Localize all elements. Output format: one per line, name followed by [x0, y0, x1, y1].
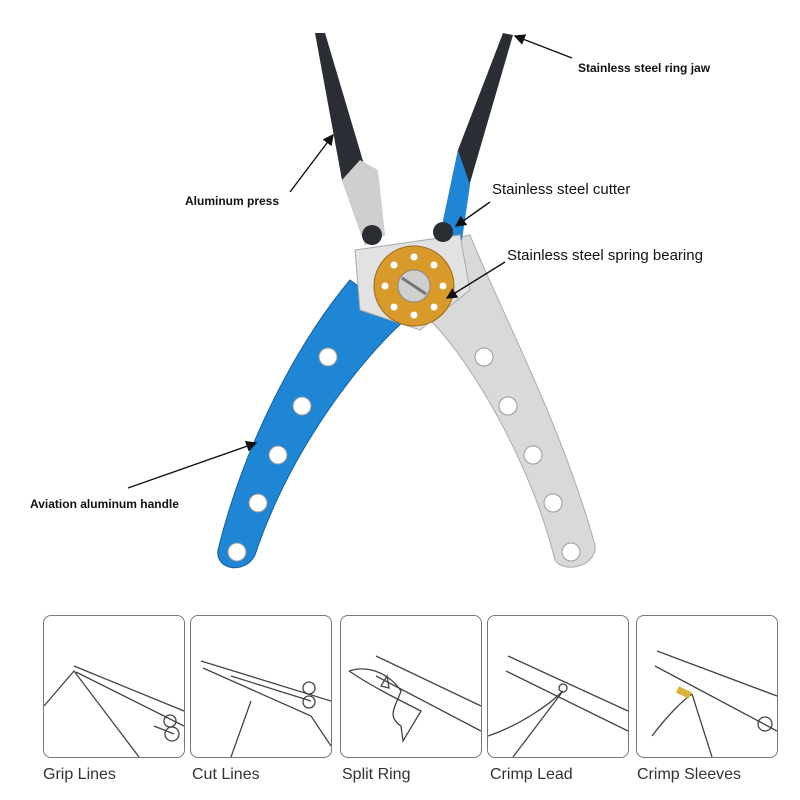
use-panel-split-ring	[340, 615, 482, 758]
use-caption-crimp-lead: Crimp Lead	[490, 766, 573, 783]
label-ring-jaw: Stainless steel ring jaw	[578, 61, 711, 75]
use-caption-crimp-sleeves: Crimp Sleeves	[637, 766, 742, 783]
use-panel-crimp-sleeves	[636, 615, 778, 758]
silver-handle	[399, 234, 596, 568]
arrow-ring-jaw	[513, 34, 573, 59]
arrow-bearing	[445, 261, 506, 299]
arrow-handle	[127, 440, 258, 489]
label-press: Aluminum press	[185, 194, 280, 208]
arrow-cutter	[454, 201, 491, 227]
use-caption-cut: Cut Lines	[192, 766, 260, 783]
use-panel-grip	[43, 615, 185, 758]
use-panel-crimp-lead	[487, 615, 629, 758]
label-cutter: Stainless steel cutter	[492, 181, 631, 198]
label-handle: Aviation aluminum handle	[30, 497, 179, 511]
use-caption-split-ring: Split Ring	[342, 766, 411, 783]
arrow-press	[289, 133, 334, 193]
pliers-illustration	[127, 33, 596, 569]
use-panel-cut	[190, 615, 332, 758]
spring-bearing	[373, 245, 455, 327]
label-bearing: Stainless steel spring bearing	[507, 247, 703, 264]
blue-handle	[217, 279, 406, 569]
use-caption-grip: Grip Lines	[43, 766, 116, 783]
